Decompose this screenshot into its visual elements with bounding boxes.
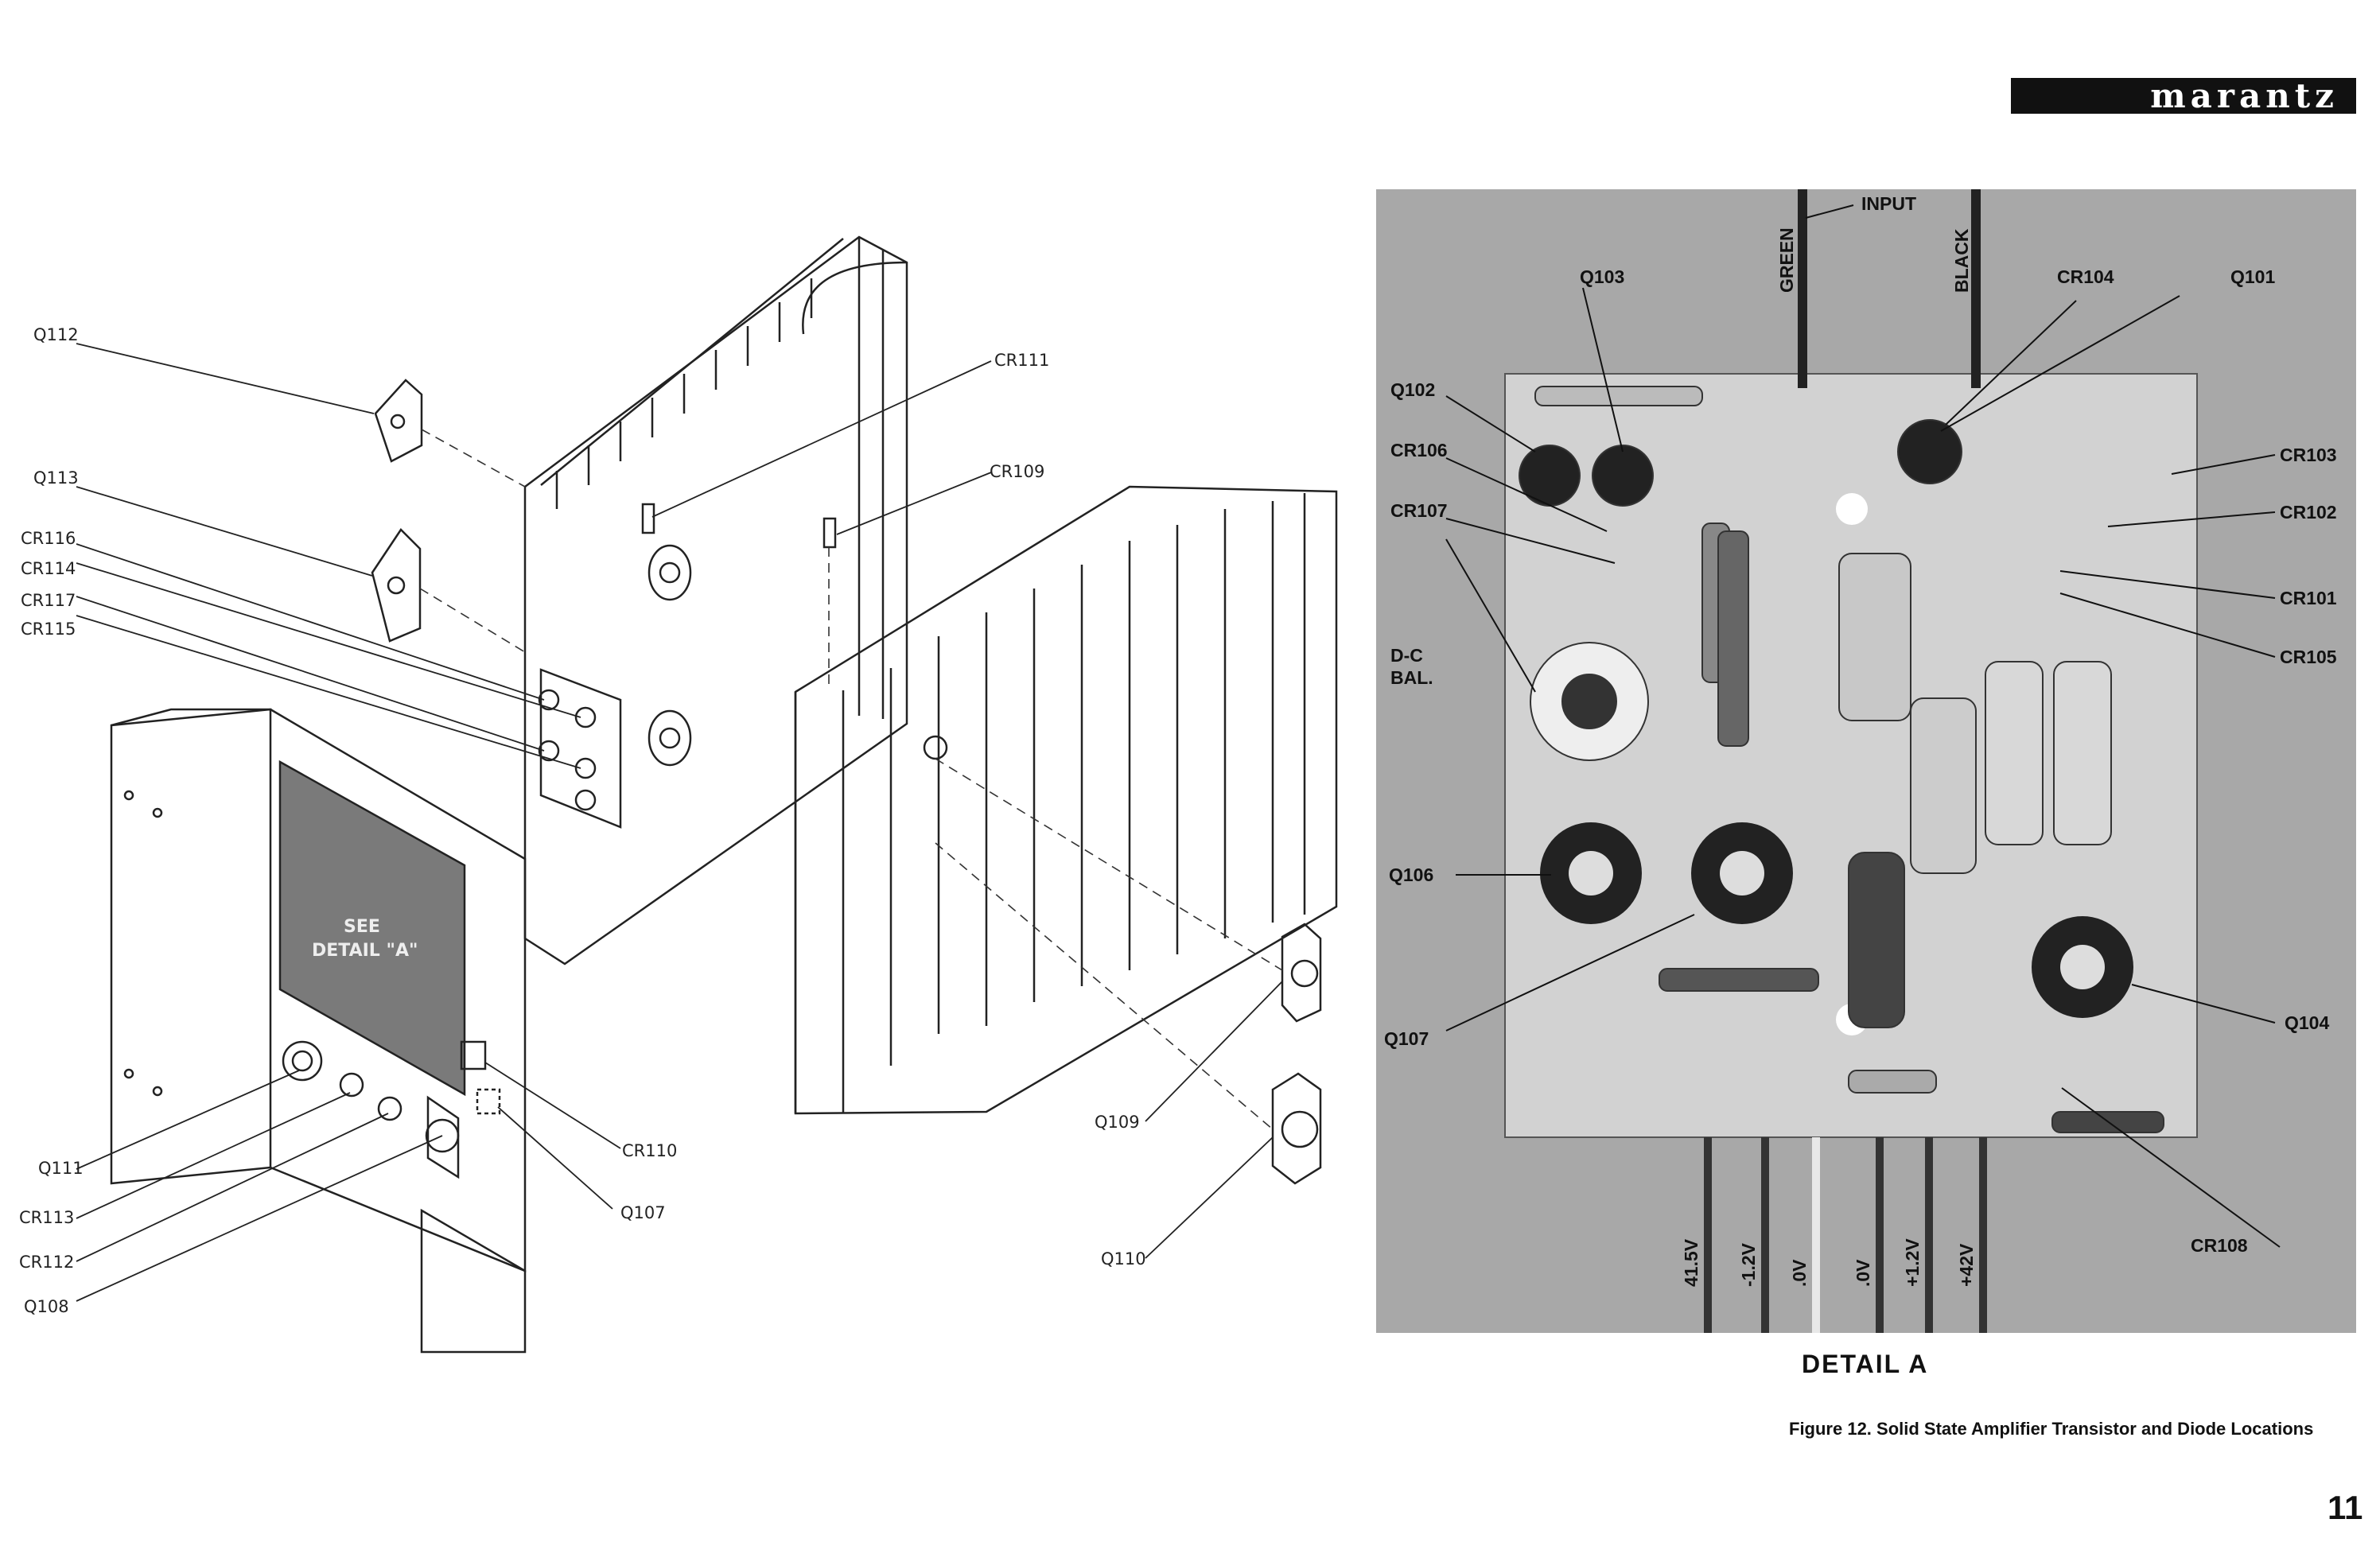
label-input: INPUT: [1861, 193, 1916, 214]
label-cr115: CR115: [21, 620, 76, 639]
voltage-label-5: +1.2V: [1902, 1238, 1923, 1287]
label-cr112: CR112: [19, 1253, 74, 1272]
photo-label-q106: Q106: [1389, 864, 1433, 885]
photo-label-q101: Q101: [2230, 266, 2275, 287]
label-cr117: CR117: [21, 591, 76, 610]
photo-label-cr107: CR107: [1390, 500, 1448, 521]
label-see: SEE: [344, 917, 380, 937]
label-cr113: CR113: [19, 1208, 74, 1227]
photo-label-cr104: CR104: [2057, 266, 2114, 287]
photo-label-bal: BAL.: [1390, 667, 1433, 688]
photo-label-q107: Q107: [1384, 1028, 1429, 1049]
photo-label-dc: D-C: [1390, 645, 1423, 666]
voltage-label-6: +42V: [1956, 1243, 1977, 1287]
voltage-label-2: -1.2V: [1738, 1242, 1759, 1287]
photo-label-q103: Q103: [1580, 266, 1624, 287]
label-q112: Q112: [33, 325, 79, 344]
label-green: GREEN: [1776, 227, 1797, 293]
label-q109: Q109: [1095, 1113, 1140, 1132]
photo-label-cr103: CR103: [2280, 445, 2337, 465]
label-q108: Q108: [24, 1297, 69, 1316]
label-black: BLACK: [1951, 228, 1972, 293]
label-q110: Q110: [1101, 1249, 1146, 1268]
label-cr109: CR109: [990, 462, 1044, 481]
photo-label-q102: Q102: [1390, 379, 1435, 400]
detail-a-photo: INPUT GREEN BLACK Q103 CR104 Q101 Q102 C…: [1376, 189, 2356, 1333]
detail-a-heading: DETAIL A: [1802, 1350, 1929, 1378]
label-cr110: CR110: [622, 1141, 677, 1160]
label-detail-a: DETAIL "A": [312, 941, 418, 961]
photo-label-cr105: CR105: [2280, 647, 2337, 667]
label-cr111: CR111: [994, 351, 1049, 370]
photo-label-cr108: CR108: [2191, 1235, 2248, 1256]
photo-label-cr101: CR101: [2280, 588, 2337, 608]
voltage-label-4: .0V: [1853, 1259, 1873, 1287]
marantz-logo: marantz: [2011, 78, 2356, 114]
label-cr114: CR114: [21, 559, 76, 578]
figure-caption: Figure 12. Solid State Amplifier Transis…: [1789, 1419, 2314, 1439]
label-q107: Q107: [620, 1203, 666, 1222]
label-cr116: CR116: [21, 529, 76, 548]
voltage-label-1: 41.5V: [1681, 1238, 1701, 1287]
photo-label-q104: Q104: [2285, 1012, 2329, 1033]
page-number: 11: [2328, 1489, 2363, 1526]
photo-label-cr102: CR102: [2280, 502, 2337, 523]
exploded-assembly-drawing: Q112 Q113 CR116 CR114 CR117 CR115 CR111 …: [19, 235, 1338, 1354]
label-q111: Q111: [38, 1159, 84, 1178]
voltage-label-3: .0V: [1789, 1259, 1810, 1287]
photo-label-cr106: CR106: [1390, 440, 1448, 460]
label-q113: Q113: [33, 468, 79, 488]
